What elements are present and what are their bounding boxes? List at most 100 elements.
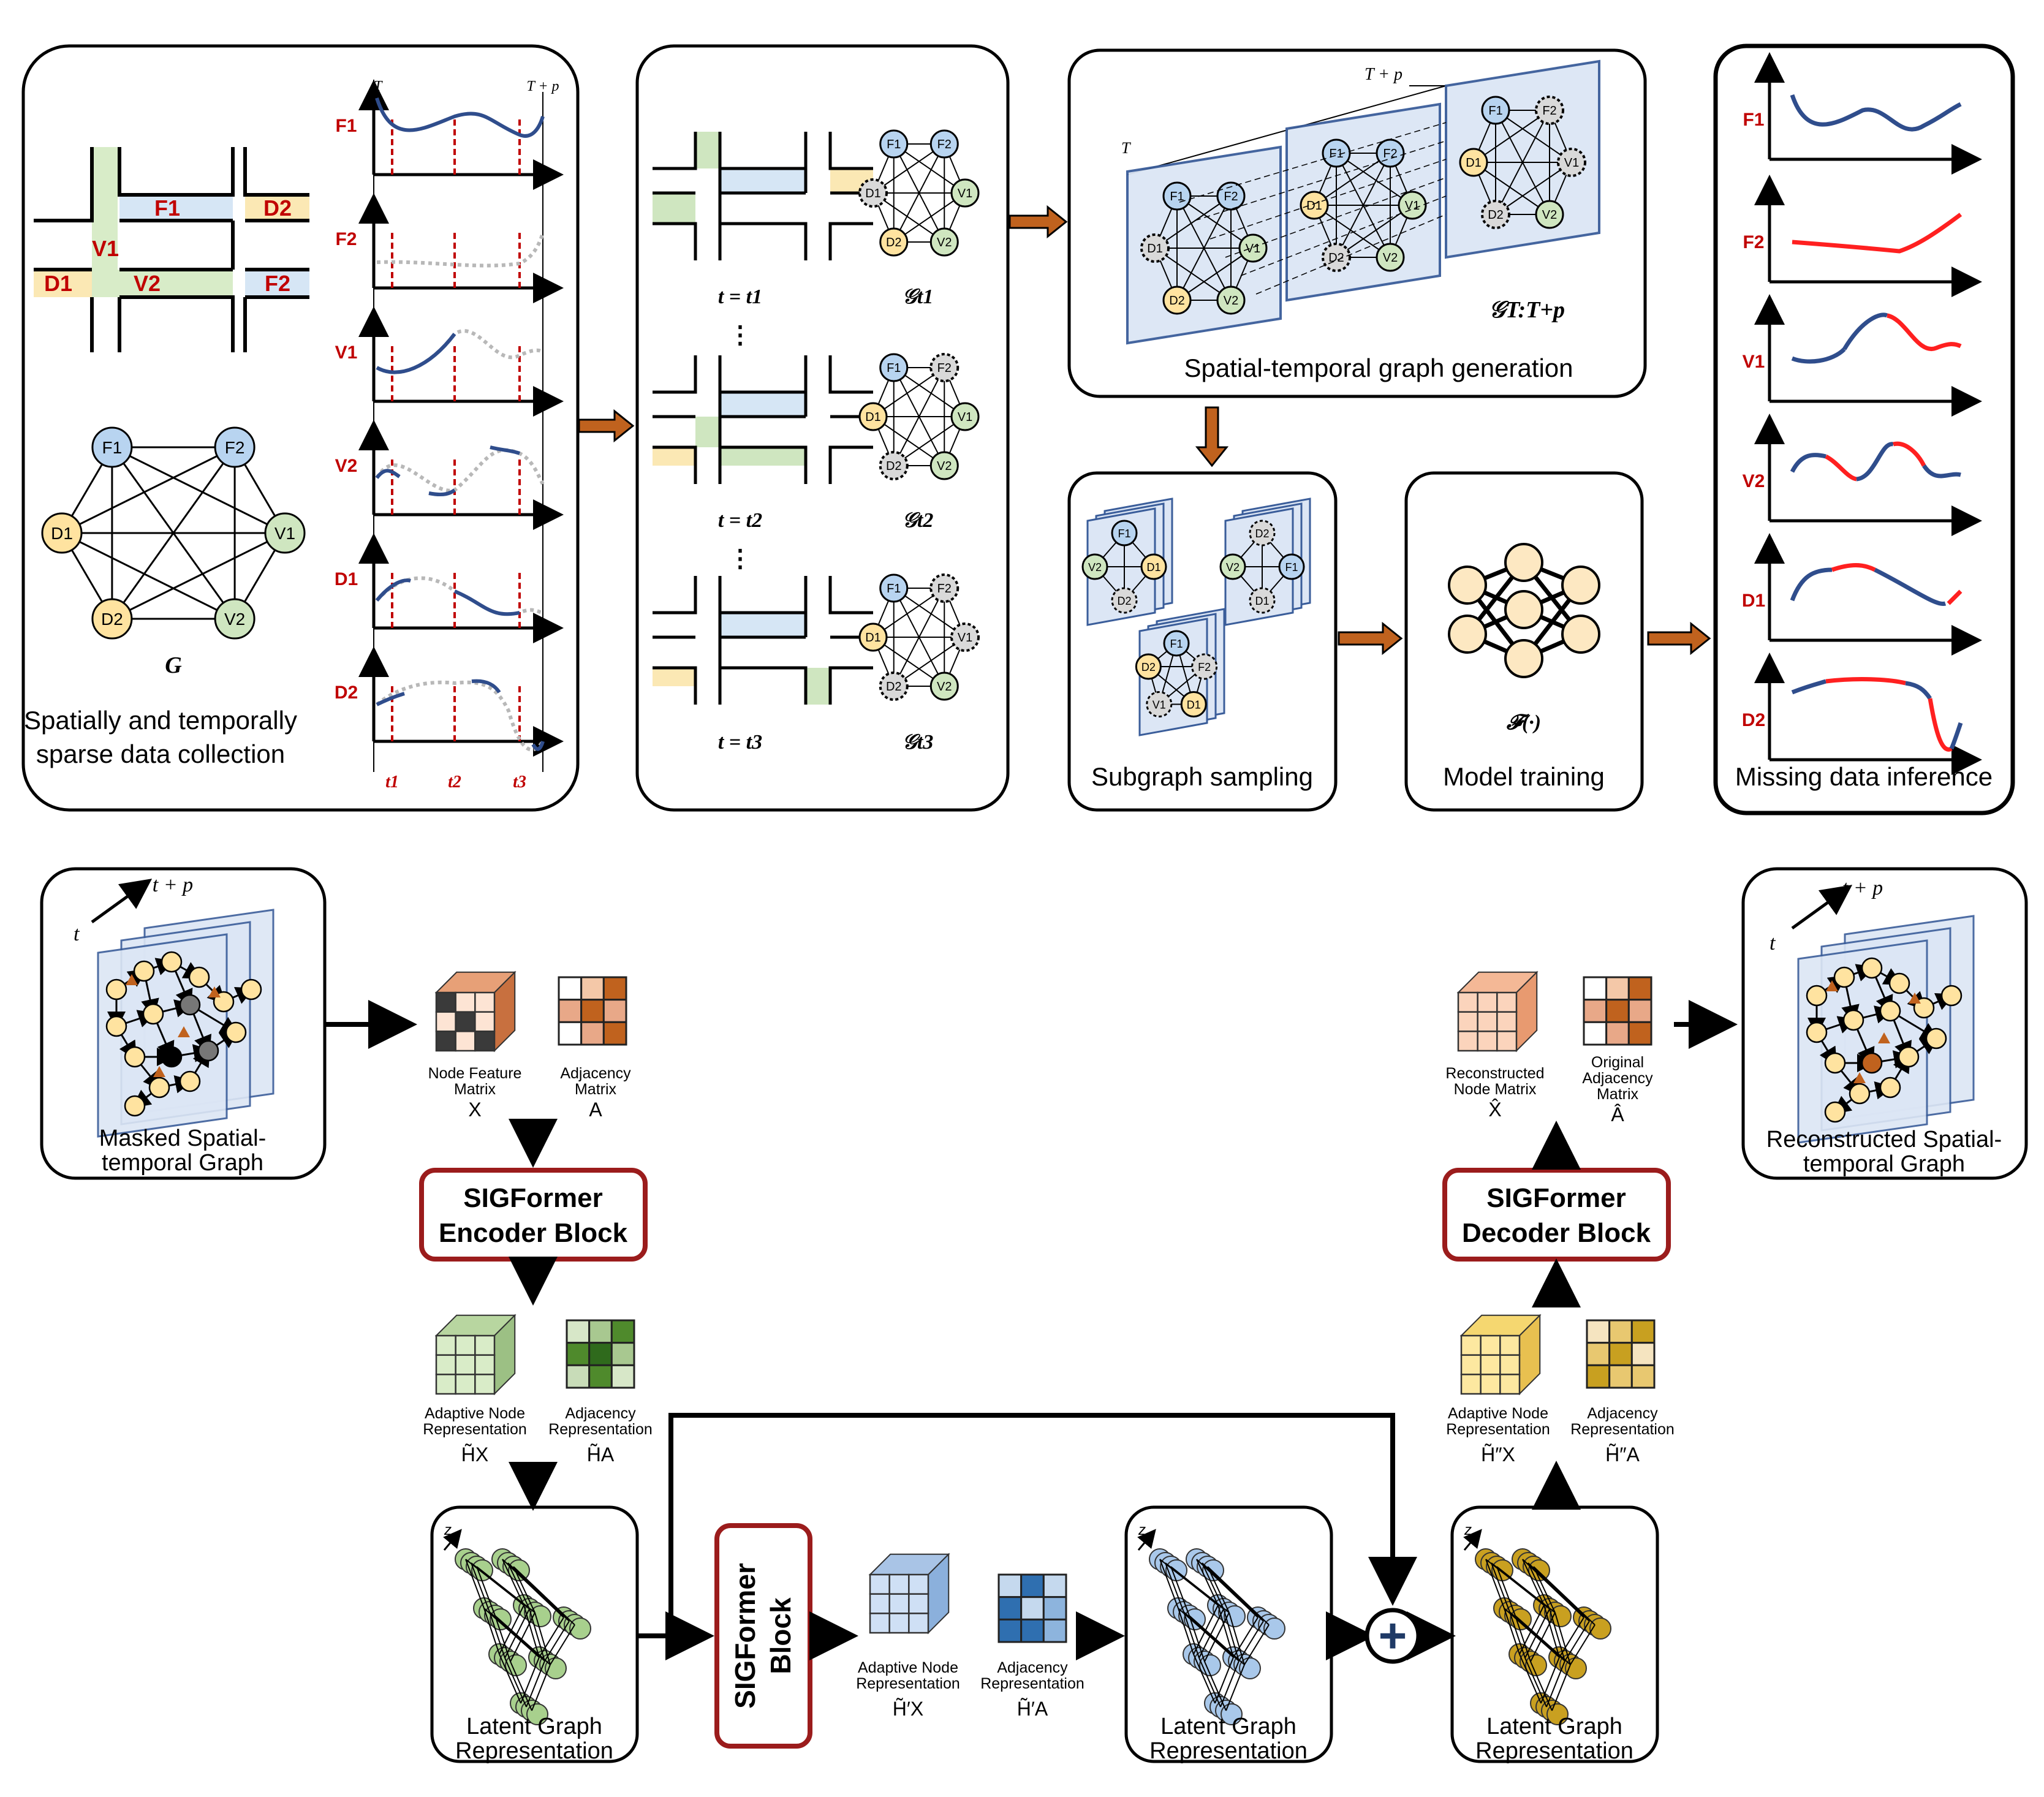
st-node <box>240 978 262 1001</box>
st-node <box>1824 1052 1846 1074</box>
inference-label-3: V2 <box>1743 471 1765 491</box>
latent-edge <box>1522 1559 1584 1618</box>
ra-label-2: Adjacency <box>1582 1070 1653 1087</box>
dec-a-label-2: Representation <box>1570 1421 1675 1438</box>
row3-graph: 𝒢t3 <box>903 731 934 754</box>
adaptive-node-cube-enc <box>434 1314 517 1396</box>
inference-curve <box>1856 442 1894 482</box>
st-graph-node-label-d2: D2 <box>1328 251 1344 265</box>
snapshot-graph-edge <box>893 192 966 243</box>
skip-connection <box>668 1413 1417 1636</box>
cube-cell <box>1477 991 1498 1013</box>
st-graph-node-d1 <box>1459 148 1488 177</box>
latent-edge <box>494 1615 511 1662</box>
st-graph-node-label-v1: V1 <box>1564 156 1579 170</box>
sensor-graph-node-f1 <box>91 426 133 468</box>
st-direction-marker <box>178 1026 190 1037</box>
st-graph-edge <box>1176 195 1254 249</box>
snapshot-graph-node-label-d1: D1 <box>865 410 881 424</box>
flow-arrows-bottom <box>325 1000 1738 1660</box>
snapshot-graph-node-label-d2: D2 <box>886 236 902 249</box>
latent-node <box>529 1605 551 1627</box>
sensor-graph-node-d2 <box>91 598 133 640</box>
flow-arrows-top <box>578 205 1711 656</box>
st-graph-node-label-d1: D1 <box>1306 199 1322 213</box>
latent-edge <box>1225 1664 1245 1711</box>
graph-label-g: G <box>165 653 182 678</box>
st-direction-marker <box>153 1066 165 1077</box>
st-node <box>1806 985 1828 1007</box>
masked-st-graph <box>91 879 274 1138</box>
time-arrow <box>91 879 153 924</box>
snapshot-graph-edge <box>872 416 945 466</box>
adjacency-rep-dec <box>1586 1319 1656 1389</box>
latent-caption-line2: Representation <box>1149 1738 1308 1764</box>
matrix-cell <box>997 1596 1023 1621</box>
latent-edge <box>1198 1608 1224 1659</box>
model-func: 𝓕(·) <box>1506 711 1541 734</box>
inference-curve <box>1893 441 1926 467</box>
subgraph-node-v2 <box>1081 553 1108 580</box>
road-v1 <box>695 417 720 447</box>
dec-h-label-2: Representation <box>1446 1421 1550 1438</box>
subgraph-node-label-d1: D1 <box>1146 561 1160 573</box>
latent-edge <box>1543 1605 1560 1658</box>
cube-cell <box>455 1374 476 1395</box>
latent-edge <box>531 1664 551 1711</box>
matrix-cell <box>1605 1021 1630 1046</box>
adjacency-matrix-a <box>558 976 627 1046</box>
subgraph-node-f1 <box>1278 553 1305 580</box>
latent-edge <box>1178 1608 1194 1655</box>
subgraph-node-label-d2: D2 <box>1255 528 1269 540</box>
latent-edge <box>1515 1615 1531 1662</box>
snapshot-graph-node-v1 <box>950 622 980 652</box>
snapshot-graph-node-f2 <box>929 573 960 603</box>
latent-edge <box>1509 1611 1565 1662</box>
latent-edge <box>1244 1624 1270 1665</box>
matrix-cell <box>588 1364 613 1389</box>
enc-a-label-2: Representation <box>548 1421 653 1438</box>
x-label-2: Matrix <box>454 1081 496 1098</box>
latent-edge <box>507 1562 530 1610</box>
latent-node <box>569 1617 591 1640</box>
st-graph-node-label-v1: V1 <box>1246 242 1260 255</box>
subgraph-node-label-v1: V1 <box>1153 698 1166 711</box>
latent-edge <box>1519 1654 1542 1704</box>
st-node <box>179 1070 201 1092</box>
subgraph-node-label-v2: V2 <box>1088 561 1102 573</box>
road-edge <box>828 666 873 705</box>
latent-edge <box>513 1566 575 1625</box>
subgraph-node-f2 <box>1191 653 1218 680</box>
matrix-cell <box>1630 1342 1656 1366</box>
rx-label-1: Reconstructed <box>1445 1065 1544 1082</box>
sensor-graph-node-label-d1: D1 <box>51 524 73 543</box>
snapshot-graph-node-d1 <box>858 622 888 652</box>
recon-tp: t + p <box>1842 877 1883 899</box>
temporal-link <box>1209 159 1447 240</box>
sensor-graph-node-label-f2: F2 <box>225 438 245 457</box>
st-graph-node-d2 <box>1162 286 1192 315</box>
cube-cell <box>1457 991 1478 1013</box>
snapshot-graph-edge <box>872 143 945 194</box>
enc-h-label-1: Adaptive Node <box>425 1405 525 1422</box>
latent-edge <box>1159 1559 1179 1609</box>
road-d1 <box>653 447 695 466</box>
panel-model-training: 𝓕(·) Model training <box>1404 471 1644 812</box>
arrow-panel3-to-subgraph <box>1195 406 1229 467</box>
row1-graph: 𝒢t1 <box>903 286 934 308</box>
inference-label-5: D2 <box>1742 710 1765 730</box>
row2-graph: 𝒢t2 <box>903 509 934 532</box>
cube-cell <box>1477 1011 1498 1032</box>
road-network <box>34 147 309 352</box>
adjacency-rep-mid <box>997 1573 1067 1643</box>
road-label-d2: D2 <box>263 195 292 221</box>
st-graph-node-label-v2: V2 <box>1542 208 1557 222</box>
st-graph-node-v2 <box>1376 243 1405 272</box>
st-direction-marker <box>1878 1032 1890 1043</box>
latent-edge <box>1527 1562 1550 1610</box>
latent-caption-line2: Representation <box>1475 1738 1633 1764</box>
